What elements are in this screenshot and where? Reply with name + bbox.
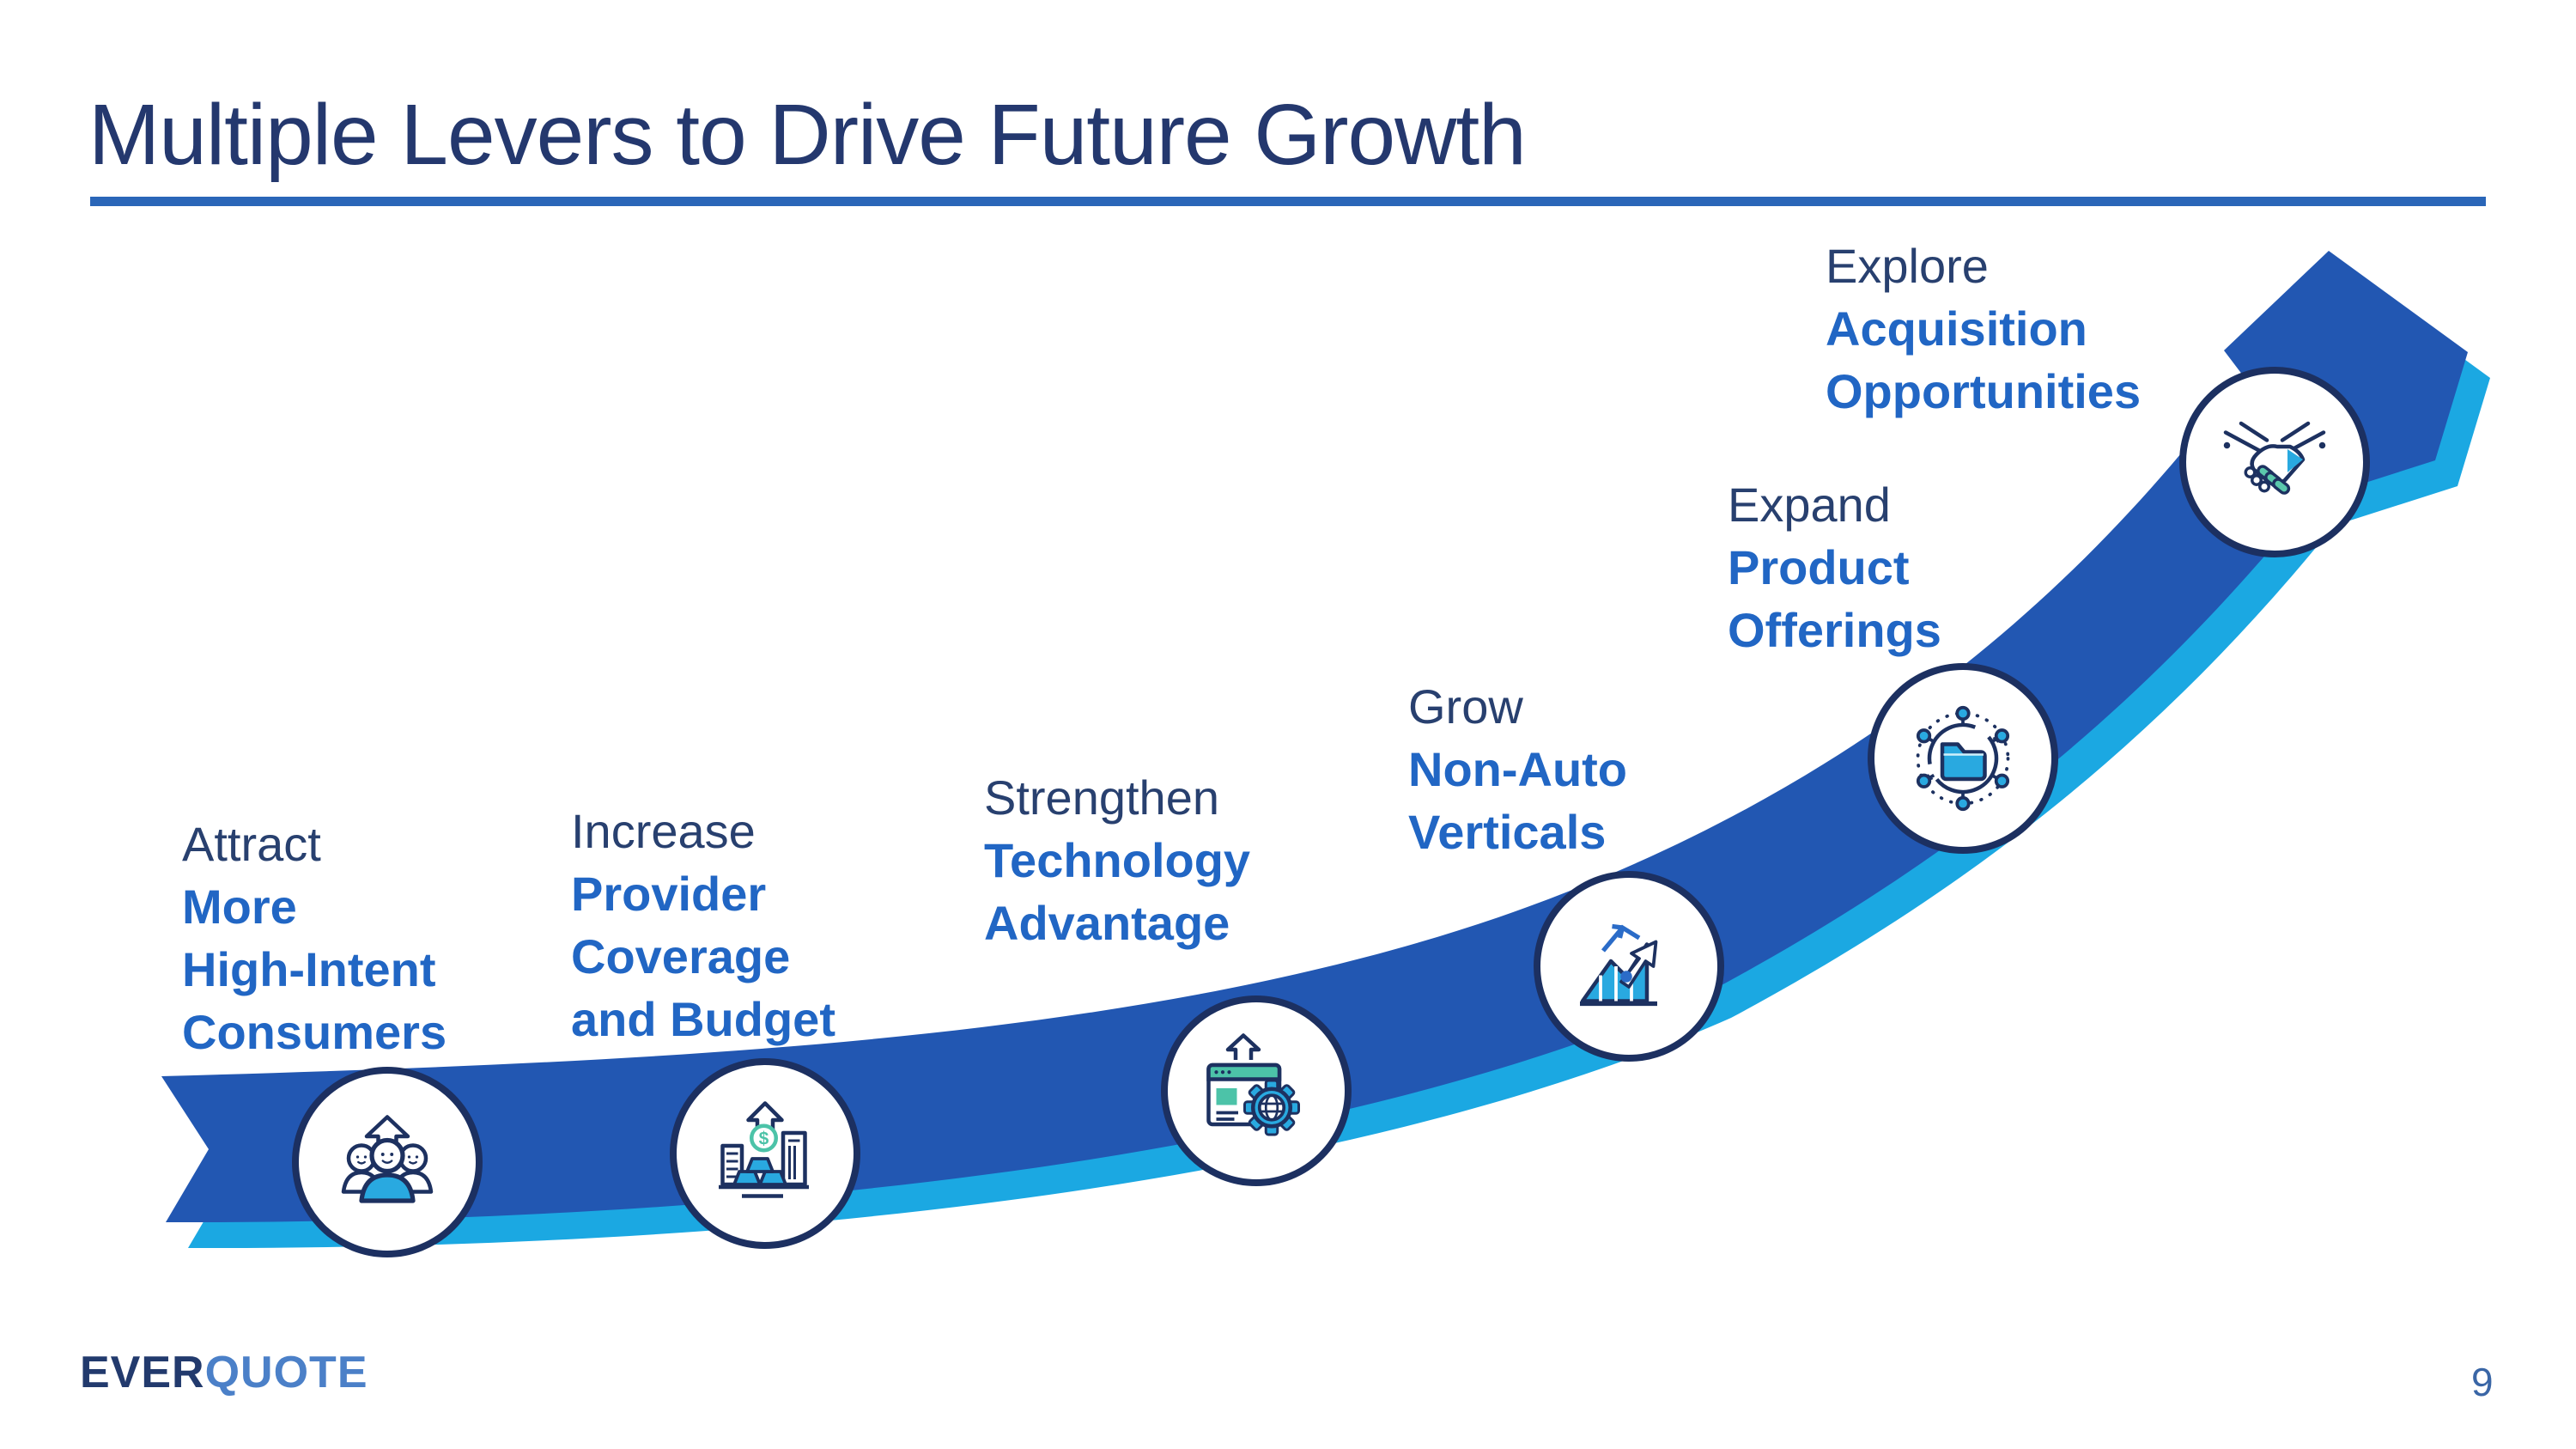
svg-text:$: $ (759, 1129, 769, 1149)
handshake-icon (2223, 421, 2326, 495)
step-line: Verticals (1408, 805, 1607, 859)
step-label-technology: Strengthen Technology Advantage (984, 766, 1250, 954)
step-line: Product (1728, 540, 1910, 594)
step-line: Coverage (571, 929, 791, 983)
step-circle-product (1868, 663, 2058, 854)
logo-part-ever: EVER (80, 1348, 205, 1397)
step-line: and Budget (571, 992, 835, 1046)
step-line: Consumers (182, 1005, 447, 1059)
folder-network-icon (1916, 705, 2010, 812)
step-lead: Grow (1408, 679, 1523, 734)
step-circle-consumers (292, 1067, 483, 1257)
step-lead: Expand (1728, 478, 1891, 532)
step-line: Technology (984, 833, 1251, 887)
step-lead: Strengthen (984, 770, 1219, 825)
step-circle-acquisition (2179, 367, 2370, 557)
logo-part-quote: QUOTE (204, 1348, 368, 1397)
step-label-product: Expand Product Offerings (1728, 473, 1941, 661)
step-label-verticals: Grow Non-Auto Verticals (1408, 675, 1627, 863)
step-lead: Increase (571, 804, 756, 858)
step-line: Non-Auto (1408, 742, 1628, 796)
step-line: High-Intent (182, 942, 436, 996)
step-circle-technology (1161, 995, 1352, 1186)
provider-capital-icon: $ (719, 1101, 809, 1198)
growth-chart-icon (1580, 923, 1658, 1007)
step-line: Opportunities (1826, 364, 2142, 418)
step-line: Offerings (1728, 603, 1941, 657)
step-label-acquisition: Explore Acquisition Opportunities (1826, 234, 2141, 423)
step-circle-provider: $ (670, 1058, 860, 1249)
people-growth-icon (341, 1115, 434, 1203)
everquote-logo: EVERQUOTE (80, 1347, 368, 1398)
page-title: Multiple Levers to Drive Future Growth (88, 87, 1527, 183)
step-line: Provider (571, 867, 767, 921)
title-underline (90, 197, 2486, 206)
step-circle-verticals (1534, 871, 1724, 1062)
step-line: Acquisition (1826, 301, 2087, 356)
step-line: More (182, 880, 297, 934)
step-lead: Explore (1826, 239, 1989, 293)
step-label-provider: Increase Provider Coverage and Budget (571, 800, 835, 1050)
step-label-consumers: Attract More High-Intent Consumers (182, 813, 447, 1063)
browser-gear-icon (1206, 1033, 1300, 1136)
step-lead: Attract (182, 817, 321, 871)
page-number: 9 (2471, 1360, 2494, 1404)
step-line: Advantage (984, 896, 1230, 950)
